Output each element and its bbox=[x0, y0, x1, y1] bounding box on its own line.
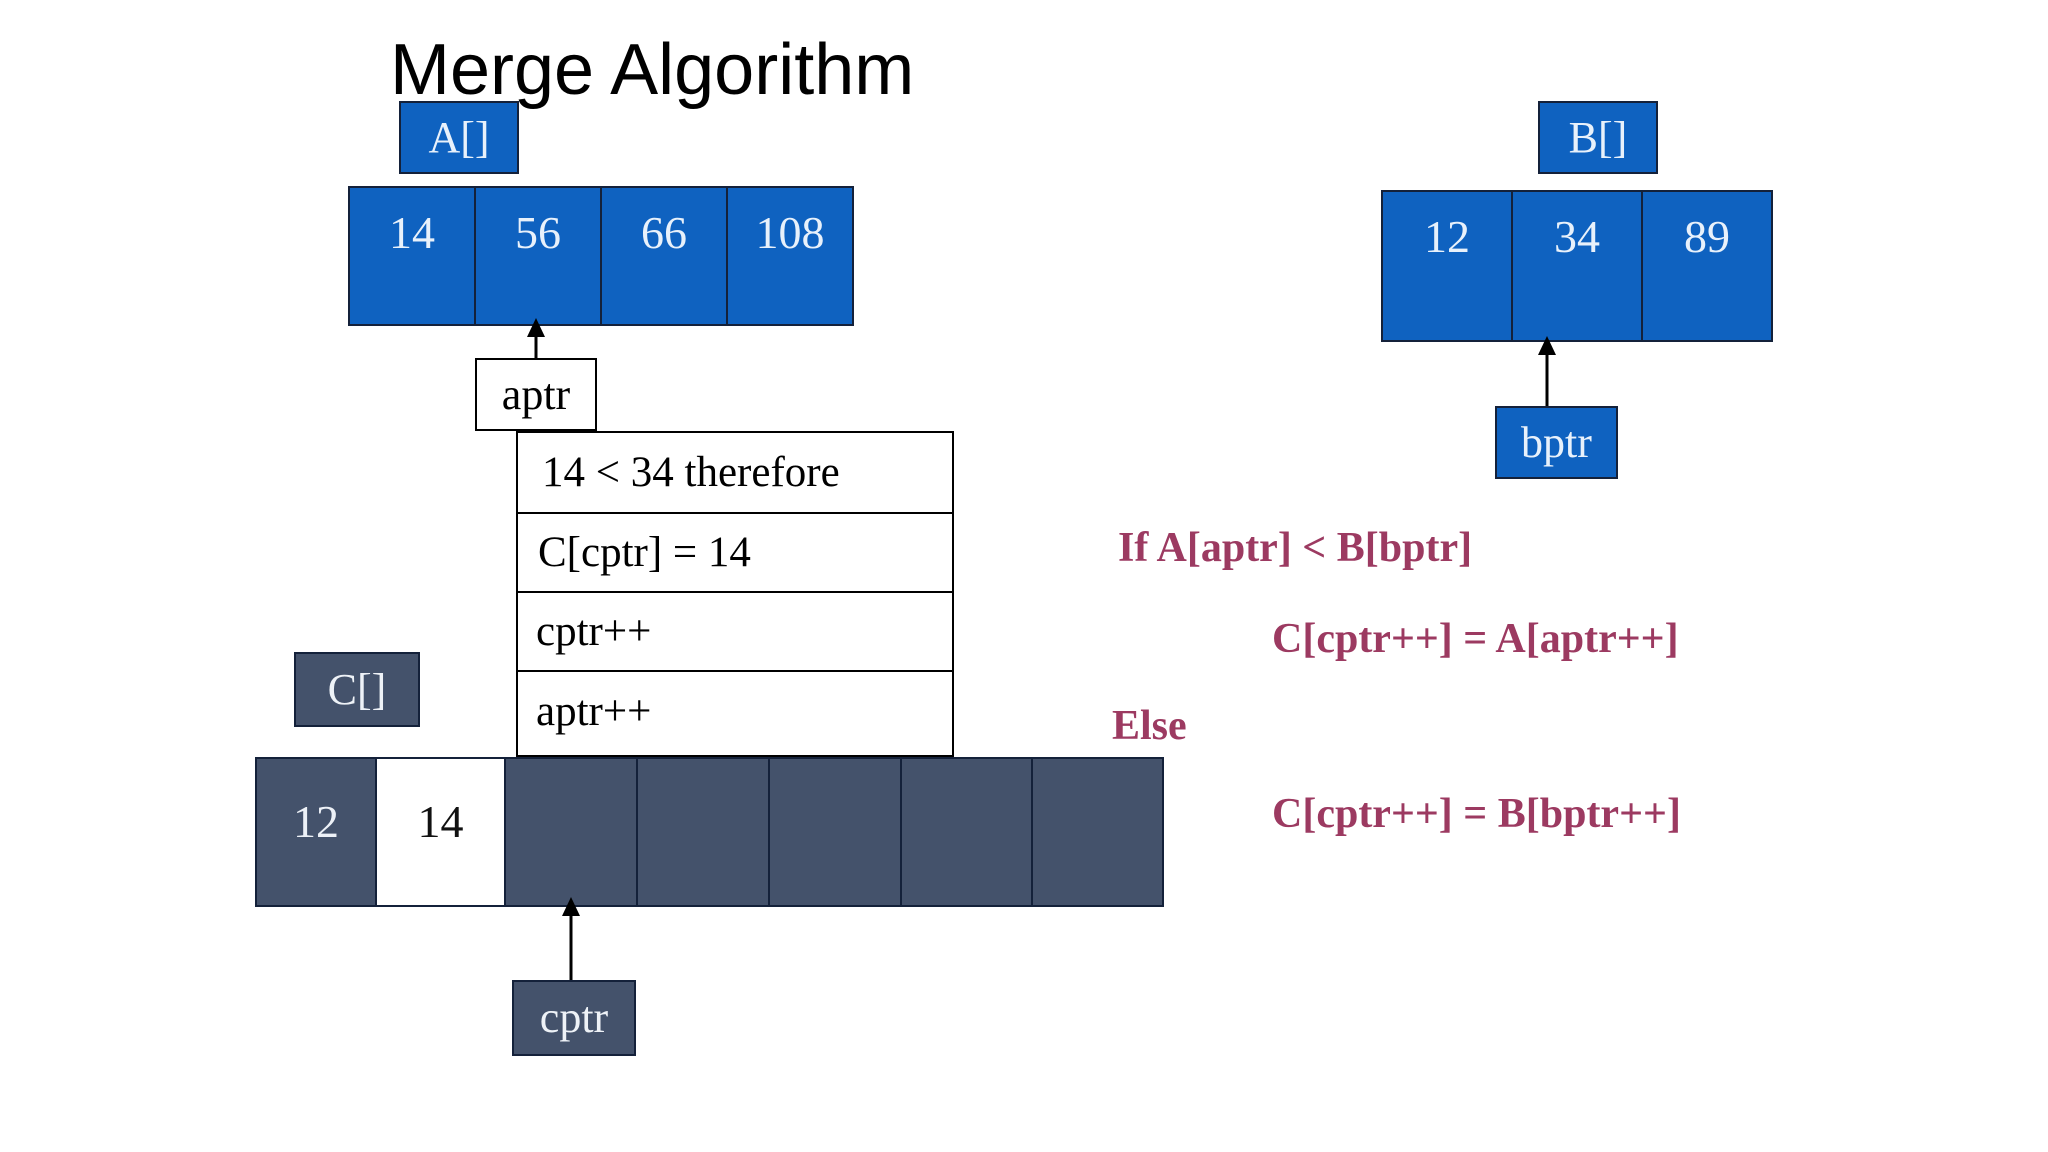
step-table-row: cptr++ bbox=[518, 591, 952, 670]
array-c-cell bbox=[636, 757, 770, 907]
array-c-cell: 12 bbox=[255, 757, 377, 907]
array-a-cell: 14 bbox=[348, 186, 476, 326]
array-a: 14 56 66 108 bbox=[348, 186, 860, 326]
pointer-label-cptr: cptr bbox=[512, 980, 636, 1056]
cptr-arrow bbox=[562, 897, 580, 985]
page-title: Merge Algorithm bbox=[390, 30, 915, 110]
aptr-arrow bbox=[527, 318, 545, 360]
step-table: 14 < 34 therefore C[cptr] = 14 cptr++ ap… bbox=[516, 431, 954, 757]
pointer-label-bptr: bptr bbox=[1495, 406, 1618, 479]
array-c-cell bbox=[504, 757, 638, 907]
array-b-cell: 34 bbox=[1511, 190, 1643, 342]
pseudocode-line-else-body: C[cptr++] = B[bptr++] bbox=[1272, 791, 1681, 837]
pseudocode-line-then: C[cptr++] = A[aptr++] bbox=[1272, 616, 1679, 662]
array-b-cell: 12 bbox=[1381, 190, 1513, 342]
array-label-a: A[] bbox=[399, 101, 519, 174]
array-c: 12 14 bbox=[255, 757, 1170, 907]
array-b: 12 34 89 bbox=[1381, 190, 1773, 342]
array-a-cell: 56 bbox=[474, 186, 602, 326]
pseudocode-line-else: Else bbox=[1112, 703, 1187, 749]
step-table-row: C[cptr] = 14 bbox=[518, 512, 952, 591]
array-label-b: B[] bbox=[1538, 101, 1658, 174]
pointer-label-aptr: aptr bbox=[475, 358, 597, 431]
step-table-row: aptr++ bbox=[518, 670, 952, 751]
step-table-row: 14 < 34 therefore bbox=[518, 433, 952, 512]
pseudocode-line-if: If A[aptr] < B[bptr] bbox=[1118, 525, 1473, 571]
array-a-cell: 66 bbox=[600, 186, 728, 326]
array-a-cell: 108 bbox=[726, 186, 854, 326]
array-c-cell bbox=[1031, 757, 1164, 907]
array-c-cell bbox=[900, 757, 1033, 907]
bptr-arrow bbox=[1538, 336, 1556, 410]
array-b-cell: 89 bbox=[1641, 190, 1773, 342]
array-label-c: C[] bbox=[294, 652, 420, 727]
array-c-cell bbox=[768, 757, 902, 907]
array-c-cell-highlighted: 14 bbox=[375, 757, 506, 907]
